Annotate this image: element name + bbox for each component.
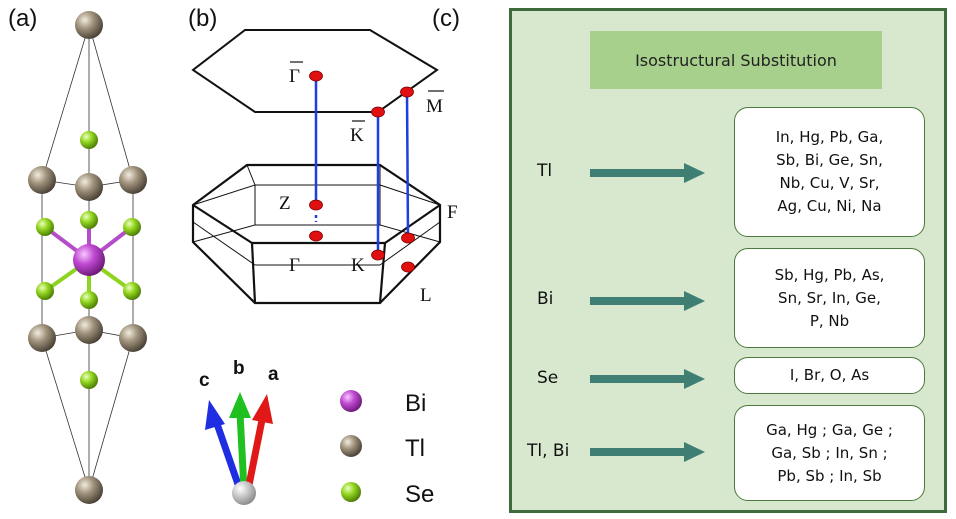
bulk-hidden-edges: [192, 164, 441, 266]
bulk-brillouin-zone: [191, 163, 442, 305]
se-atom: [80, 131, 98, 149]
k-bar-label: K: [350, 125, 364, 146]
l-label: L: [420, 285, 432, 306]
tl-atom: [119, 324, 147, 352]
se-atom: [80, 291, 98, 309]
tl-atom: [75, 476, 103, 504]
row-element-label: Tl: [537, 161, 553, 181]
legend-bi-label: Bi: [405, 390, 426, 417]
legend-tl-swatch: [340, 435, 362, 457]
substitution-line: Ag, Cu, Ni, Na: [777, 197, 882, 215]
substitution-line: Sb, Bi, Ge, Sn,: [776, 151, 883, 169]
atoms: [28, 11, 147, 504]
substitution-arrow: [590, 163, 705, 183]
substitution-title: Isostructural Substitution: [590, 31, 882, 89]
high-symmetry-points: [309, 70, 415, 273]
tl-atom: [28, 166, 56, 194]
se-atom: [123, 218, 141, 236]
tl-atom: [75, 173, 103, 201]
row-element-label: Bi: [537, 289, 554, 309]
substitution-box: Ga, Hg ; Ga, Ge ; Ga, Sb ; In, Sn ; Pb, …: [734, 405, 925, 501]
m-bar-label: M: [426, 96, 443, 117]
crystal-structure: [28, 11, 147, 504]
substitution-line: Ga, Sb ; In, Sn ;: [771, 443, 888, 462]
substitution-line: P, Nb: [809, 311, 850, 330]
se-atom: [36, 282, 54, 300]
substitution-line: Pb, Sb ; In, Sb: [777, 466, 882, 485]
panel-label-c: (c): [432, 5, 460, 32]
legend-tl-label: Tl: [405, 435, 425, 462]
substitution-arrow: [590, 442, 705, 462]
substitution-line: Nb, Cu, V, Sr,: [779, 174, 880, 192]
row-element-label: Tl, Bi: [527, 441, 570, 461]
z-label: Z: [279, 193, 291, 214]
substitution-box: In, Hg, Pb, Ga, Sb, Bi, Ge, Sn, Nb, Cu, …: [734, 107, 925, 237]
axis-a-label: a: [268, 364, 279, 385]
substitution-arrow: [590, 291, 705, 311]
substitution-line: I, Br, O, As: [789, 366, 870, 384]
se-atom: [80, 211, 98, 229]
tl-atom: [75, 11, 103, 39]
se-atom: [80, 371, 98, 389]
brillouin-zone: Γ K M Z Γ K F L: [191, 29, 458, 306]
tl-atom: [75, 316, 103, 344]
legend-se-swatch: [341, 482, 361, 502]
k-label: K: [351, 255, 365, 276]
tl-atom: [119, 166, 147, 194]
se-atom: [36, 218, 54, 236]
bi-atom: [73, 244, 105, 276]
substitution-line: Sb, Hg, Pb, As,: [774, 265, 885, 284]
axis-c-label: c: [199, 370, 210, 391]
substitution-line: Sn, Sr, In, Ge,: [778, 288, 881, 307]
substitution-box: Sb, Hg, Pb, As, Sn, Sr, In, Ge, P, Nb: [734, 248, 925, 348]
f-label: F: [447, 202, 458, 223]
substitution-panel: Isostructural Substitution Tl In, Hg, Pb…: [509, 8, 947, 513]
tl-atom: [28, 324, 56, 352]
panel-label-a: (a): [8, 5, 37, 32]
projection-lines: [314, 76, 410, 255]
substitution-line: In, Hg, Pb, Ga,: [775, 128, 884, 146]
atom-legend: Bi Tl Se: [340, 390, 434, 508]
se-atom: [123, 282, 141, 300]
panel-label-b: (b): [188, 5, 217, 32]
legend-bi-swatch: [340, 390, 362, 412]
gamma-label: Γ: [289, 255, 300, 276]
gamma-bar-label: Γ: [289, 66, 300, 87]
legend-se-label: Se: [405, 481, 434, 508]
substitution-box: I, Br, O, As: [734, 357, 925, 394]
axis-b-label: b: [233, 358, 245, 379]
axis-origin: [232, 481, 256, 505]
row-element-label: Se: [537, 368, 559, 388]
axis-triad: c b a: [199, 358, 279, 505]
substitution-arrow: [590, 369, 705, 389]
substitution-line: Ga, Hg ; Ga, Ge ;: [766, 420, 893, 439]
